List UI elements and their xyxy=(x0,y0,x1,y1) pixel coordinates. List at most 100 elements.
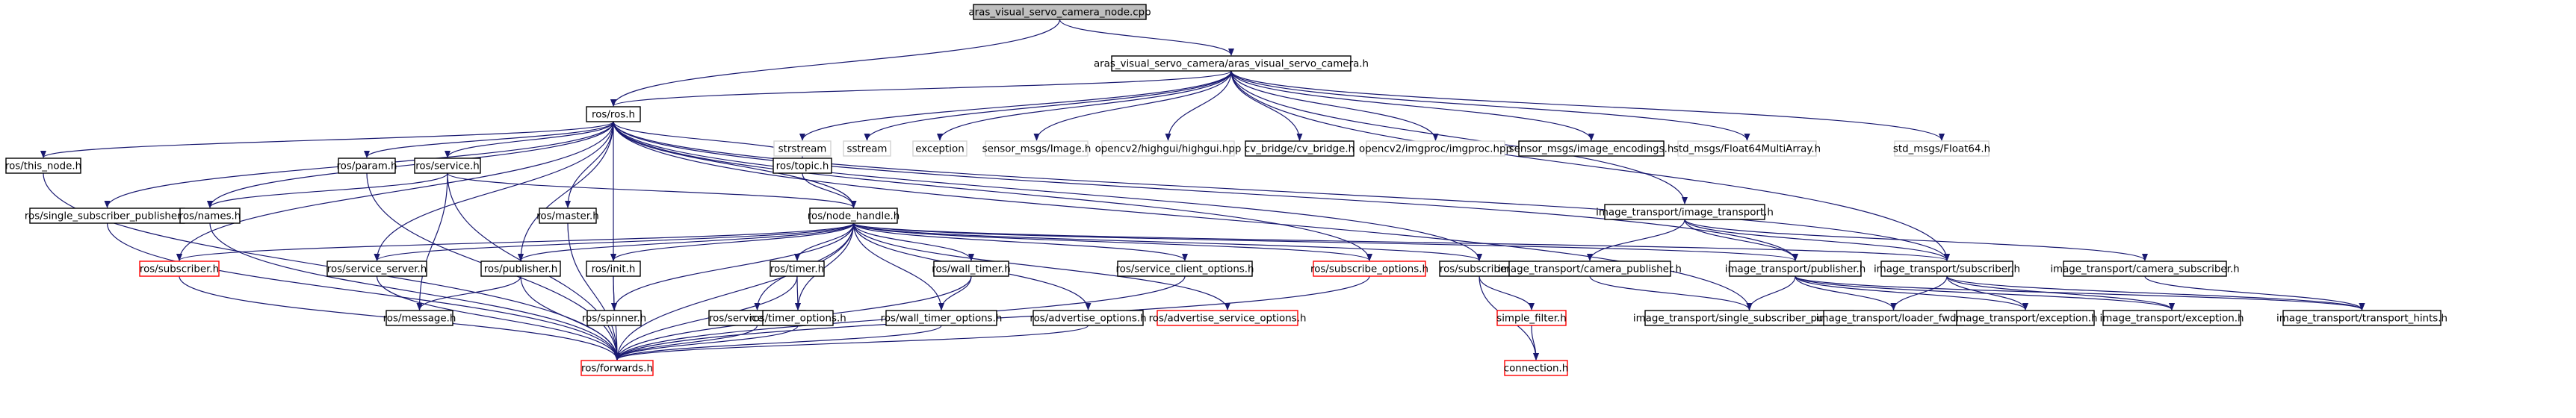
edge-rosh-to-names xyxy=(207,121,614,208)
node-connection[interactable]: connection.h xyxy=(1504,360,1569,376)
node-sensor-image[interactable]: sensor_msgs/Image.h xyxy=(982,140,1092,157)
edge-it_pub-to-it_ssp xyxy=(1746,275,1796,311)
node-node-handle[interactable]: ros/node_handle.h xyxy=(808,208,900,224)
node-cam-sub[interactable]: image_transport/camera_subscriber.h xyxy=(2050,261,2240,277)
node-names[interactable]: ros/names.h xyxy=(179,208,241,224)
edge-avsc-to-it_sub xyxy=(1230,70,1950,261)
node-aso[interactable]: ros/advertise_service_options.h xyxy=(1149,310,1307,326)
edge-node_handle-to-timer xyxy=(794,222,855,261)
node-param[interactable]: ros/param.h xyxy=(336,157,397,174)
node-box xyxy=(1101,140,1235,157)
node-it[interactable]: image_transport/image_transport.h xyxy=(1596,204,1774,220)
node-imgproc[interactable]: opencv2/imgproc/imgproc.hpp xyxy=(1359,140,1512,157)
node-label: image_transport/publisher.h xyxy=(1725,264,1866,275)
node-rosh[interactable]: ros/ros.h xyxy=(586,106,641,122)
edge-topic-to-node_handle xyxy=(802,172,857,208)
node-it-pub[interactable]: image_transport/publisher.h xyxy=(1725,261,1866,277)
edge-cam_sub-to-hints xyxy=(2144,275,2365,311)
node-message[interactable]: ros/message.h xyxy=(383,310,456,326)
edge-node_handle-to-wall_timer_options xyxy=(852,222,944,311)
node-master[interactable]: ros/master.h xyxy=(536,208,599,224)
node-sstream[interactable]: sstream xyxy=(843,140,891,157)
edge-ros_subscriber-to-simple_filter xyxy=(1479,275,1535,311)
node-box xyxy=(586,310,642,326)
node-label: strstream xyxy=(778,144,827,155)
node-encodings[interactable]: sensor_msgs/image_encodings.h xyxy=(1509,140,1674,157)
node-label: image_transport/single_subscriber_publis… xyxy=(1633,314,1866,325)
node-label: opencv2/imgproc/imgproc.hpp xyxy=(1359,144,1512,155)
node-wall-timer-options[interactable]: ros/wall_timer_options.h xyxy=(881,310,1003,326)
edge-cam_pub-to-it_ssp xyxy=(1589,275,1753,311)
node-label: std_msgs/Float64MultiArray.h xyxy=(1674,144,1821,155)
node-label: ros/subscriber.h xyxy=(1440,264,1519,275)
edge-rosh-to-ros_subscriber xyxy=(613,121,1482,261)
node-box xyxy=(1518,140,1665,157)
node-it-ssp[interactable]: image_transport/single_subscriber_publis… xyxy=(1633,310,1866,326)
node-it-sub[interactable]: image_transport/subscriber.h xyxy=(1874,261,2020,277)
node-forwards[interactable]: ros/forwards.h xyxy=(580,360,654,376)
node-box xyxy=(580,360,654,376)
node-box xyxy=(912,140,967,157)
node-it-exc-b[interactable]: image_transport/exception.h xyxy=(2100,310,2244,326)
node-label: ros/service.h xyxy=(415,161,480,172)
edge-service-to-message xyxy=(416,172,448,311)
node-timer-options[interactable]: ros/timer_options.h xyxy=(749,310,846,326)
edge-node_handle-to-publisher xyxy=(518,222,855,261)
edge-rosh-to-subopts xyxy=(613,121,1372,261)
node-label: ros/node_handle.h xyxy=(808,211,900,222)
node-subopts[interactable]: ros/subscribe_options.h xyxy=(1310,261,1428,277)
edge-root-to-rosh xyxy=(610,19,1061,107)
node-service[interactable]: ros/service.h xyxy=(414,157,481,174)
edge-avsc-to-sstream xyxy=(864,70,1232,141)
node-timer[interactable]: ros/timer.h xyxy=(770,261,825,277)
node-highgui[interactable]: opencv2/highgui/highgui.hpp xyxy=(1095,140,1242,157)
edge-avsc-to-exception xyxy=(937,70,1232,141)
edge-it-to-cam_pub xyxy=(1587,219,1685,261)
node-loader-fwds[interactable]: image_transport/loader_fwds.h xyxy=(1816,310,1972,326)
node-publisher[interactable]: ros/publisher.h xyxy=(480,261,561,277)
node-label: image_transport/transport_hints.h xyxy=(2276,314,2447,325)
node-sco[interactable]: ros/service_client_options.h xyxy=(1115,261,1254,277)
node-hints[interactable]: image_transport/transport_hints.h xyxy=(2276,310,2447,326)
node-init[interactable]: ros/init.h xyxy=(586,261,641,277)
edge-rosh-to-publisher xyxy=(518,121,614,261)
edge-node_handle-to-init xyxy=(610,222,855,261)
edge-node_handle-to-aso xyxy=(852,222,1230,311)
edge-avsc-to-cvbridge xyxy=(1230,70,1303,141)
node-root[interactable]: aras_visual_servo_camera_node.cpp xyxy=(968,4,1151,20)
edge-avsc-to-f64ma xyxy=(1230,70,1750,141)
node-service-server[interactable]: ros/service_server.h xyxy=(326,261,427,277)
node-this-node[interactable]: ros/this_node.h xyxy=(5,157,81,174)
node-it-exc-a[interactable]: image_transport/exception.h xyxy=(1954,310,2098,326)
node-box xyxy=(1496,310,1567,326)
node-subscriber-trunc[interactable]: ros/subscriber.h xyxy=(139,261,220,277)
node-box xyxy=(1366,140,1505,157)
node-box xyxy=(414,157,481,174)
node-spinner[interactable]: ros/spinner.h xyxy=(582,310,646,326)
edge-rosh-to-service_server xyxy=(374,121,614,261)
node-avsc[interactable]: aras_visual_servo_camera/aras_visual_ser… xyxy=(1094,55,1369,72)
node-ssp[interactable]: ros/single_subscriber_publisher.h xyxy=(25,208,190,224)
edge-names-to-forwards xyxy=(209,222,620,361)
node-box xyxy=(973,4,1147,20)
node-advertise-options[interactable]: ros/advertise_options.h xyxy=(1030,310,1147,326)
edge-service-to-node_handle xyxy=(447,172,857,208)
edge-node_handle-to-subopts xyxy=(852,222,1372,261)
node-strstream[interactable]: strstream xyxy=(773,140,832,157)
node-label: image_transport/camera_publisher.h xyxy=(1498,264,1682,275)
node-ros-subscriber[interactable]: ros/subscriber.h xyxy=(1439,261,1520,277)
node-exception[interactable]: exception xyxy=(912,140,967,157)
node-label: image_transport/camera_subscriber.h xyxy=(2050,264,2239,275)
node-label: image_transport/exception.h xyxy=(2100,314,2244,325)
node-f64ma[interactable]: std_msgs/Float64MultiArray.h xyxy=(1674,140,1821,157)
node-simple-filter[interactable]: simple_filter.h xyxy=(1496,310,1567,326)
node-label: ros/master.h xyxy=(536,211,599,222)
node-box xyxy=(2063,261,2227,277)
node-cam-pub[interactable]: image_transport/camera_publisher.h xyxy=(1498,261,1682,277)
node-cvbridge[interactable]: cv_bridge/cv_bridge.h xyxy=(1245,140,1354,157)
node-topic[interactable]: ros/topic.h xyxy=(773,157,832,174)
node-f64[interactable]: std_msgs/Float64.h xyxy=(1893,140,1990,157)
node-box xyxy=(326,261,427,277)
node-wall-timer[interactable]: ros/wall_timer.h xyxy=(932,261,1011,277)
